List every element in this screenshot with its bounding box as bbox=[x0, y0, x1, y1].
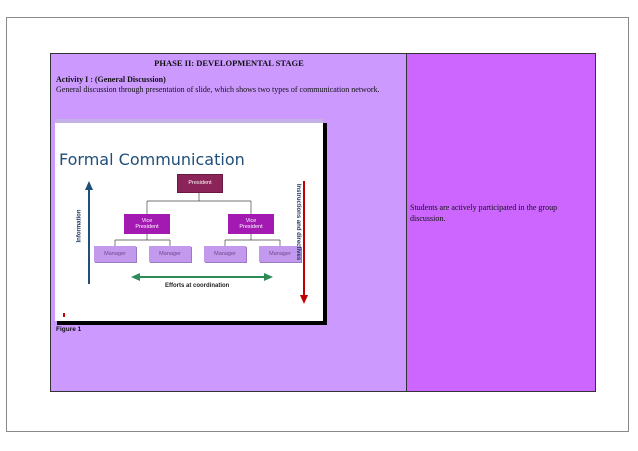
figure-caption: Figure 1 bbox=[56, 326, 82, 333]
org-chart-connectors bbox=[63, 181, 308, 317]
instructions-arrow bbox=[300, 181, 308, 304]
manager-box: Manager bbox=[94, 246, 136, 262]
president-box: President bbox=[177, 174, 223, 193]
activity-description: General discussion through presentation … bbox=[56, 85, 380, 94]
instructions-label: Instructions and directives bbox=[295, 183, 302, 261]
phase-title: PHASE II: DEVELOPMENTAL STAGE bbox=[154, 58, 304, 68]
information-arrow bbox=[85, 181, 93, 284]
slide-image: Formal Communication bbox=[55, 119, 323, 321]
information-label: Information bbox=[76, 209, 83, 243]
manager-box: Manager bbox=[204, 246, 246, 262]
coordination-arrow bbox=[131, 273, 273, 281]
manager-box: Manager bbox=[259, 246, 301, 262]
vice-president-box: Vice President bbox=[228, 214, 274, 234]
observation-text: Students are actively participated in th… bbox=[410, 203, 558, 223]
slide-top-bar bbox=[55, 119, 323, 123]
slide-title: Formal Communication bbox=[59, 150, 245, 169]
observation-cell: Students are actively participated in th… bbox=[407, 54, 595, 391]
activity-title: Activity I : (General Discussion) bbox=[56, 75, 166, 84]
manager-box: Manager bbox=[149, 246, 191, 262]
coordination-label: Efforts at coordination bbox=[165, 283, 230, 289]
lesson-table: PHASE II: DEVELOPMENTAL STAGE Activity I… bbox=[50, 53, 596, 392]
activity-cell: PHASE II: DEVELOPMENTAL STAGE Activity I… bbox=[51, 54, 407, 391]
vice-president-box: Vice President bbox=[124, 214, 170, 234]
slide-marker bbox=[63, 313, 65, 317]
